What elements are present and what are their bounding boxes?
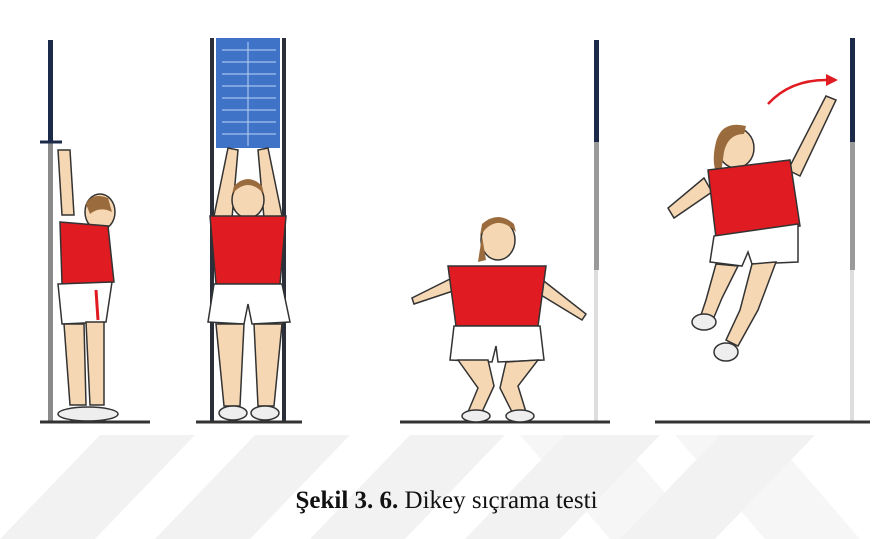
panel-4-jump [655, 38, 870, 422]
figure-caption: Şekil 3. 6. Dikey sıçrama testi [0, 487, 893, 515]
panel-3-crouch [400, 40, 610, 422]
panel-2-front-reach [196, 38, 302, 422]
figure-title: Dikey sıçrama testi [405, 487, 598, 514]
motion-arrow-icon [768, 80, 826, 104]
panel-1-side-reach [40, 40, 150, 422]
figure-number: Şekil 3. 6. [295, 487, 398, 514]
vertical-jump-illustration [0, 0, 893, 440]
